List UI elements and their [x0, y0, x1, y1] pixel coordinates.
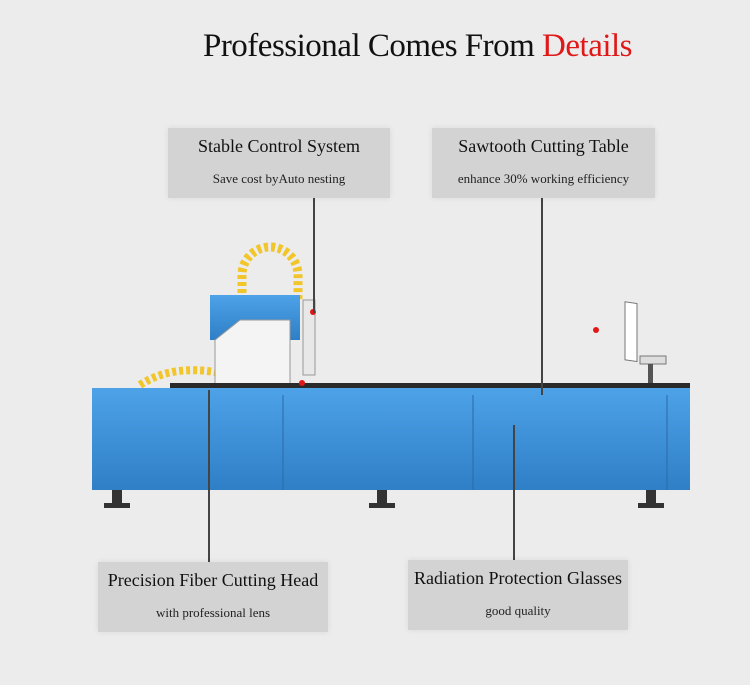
machine-feet — [104, 490, 664, 508]
page-title: Professional Comes From Details — [0, 28, 750, 65]
cable-chain-lower — [137, 366, 216, 389]
control-monitor — [624, 301, 638, 363]
marker-dot — [593, 327, 599, 333]
callout-subtitle: Save cost byAuto nesting — [212, 171, 346, 186]
machine-bed — [92, 388, 690, 490]
callout-title: Precision Fiber Cutting Head — [107, 570, 319, 590]
cable-chain — [237, 242, 303, 300]
callout-cutting-table: Sawtooth Cutting Table enhance 30% worki… — [432, 128, 655, 198]
callout-line — [208, 390, 210, 562]
keyboard — [639, 355, 667, 365]
console-stand — [648, 364, 653, 386]
callout-title: Radiation Protection Glasses — [414, 568, 622, 588]
callout-title: Stable Control System — [198, 136, 360, 156]
cutting-head — [302, 299, 316, 376]
callout-cutting-head: Precision Fiber Cutting Head with profes… — [98, 562, 328, 632]
title-accent: Details — [542, 28, 633, 64]
callout-subtitle: enhance 30% working efficiency — [457, 171, 630, 186]
callout-subtitle: good quality — [485, 603, 551, 618]
callout-control-system: Stable Control System Save cost byAuto n… — [168, 128, 390, 198]
head-panel — [214, 319, 291, 385]
callout-line — [313, 198, 315, 313]
title-text: Professional Comes From — [202, 28, 543, 64]
callout-protection-glasses: Radiation Protection Glasses good qualit… — [408, 560, 628, 630]
callout-subtitle: with professional lens — [155, 605, 271, 620]
callout-title: Sawtooth Cutting Table — [458, 136, 629, 156]
callout-line — [541, 198, 543, 395]
marker-dot — [299, 380, 305, 386]
callout-line — [513, 425, 515, 560]
